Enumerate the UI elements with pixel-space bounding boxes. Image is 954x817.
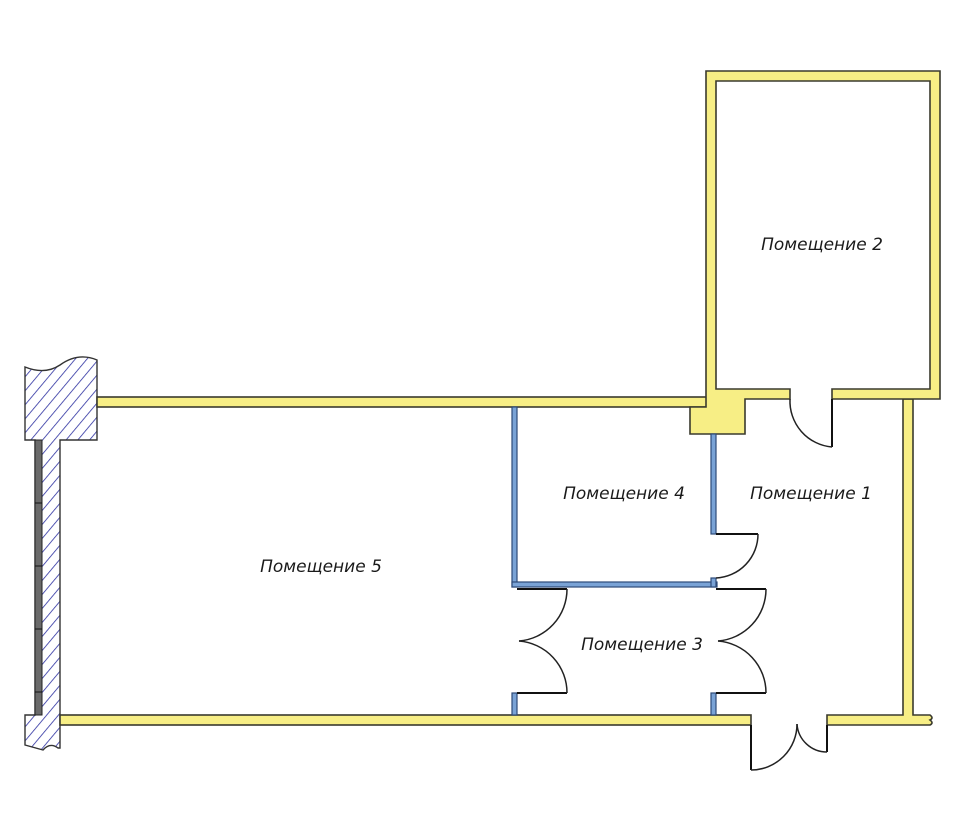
room-label-4: Помещение 4	[563, 484, 685, 504]
door-room-4[interactable]	[715, 533, 759, 579]
room-label-1: Помещение 1	[750, 484, 872, 504]
exterior-walls	[59, 70, 941, 726]
window	[34, 439, 43, 716]
structural-wall-left	[24, 356, 98, 751]
partition-walls	[511, 406, 718, 716]
room-label-2: Помещение 2	[761, 235, 883, 255]
room-label-3: Помещение 3	[581, 635, 703, 655]
door-room-2[interactable]	[789, 398, 833, 448]
door-room-3-left[interactable]	[517, 588, 568, 694]
room-label-5: Помещение 5	[260, 557, 382, 577]
door-entrance[interactable]	[750, 723, 828, 771]
door-room-3-right[interactable]	[716, 588, 767, 694]
